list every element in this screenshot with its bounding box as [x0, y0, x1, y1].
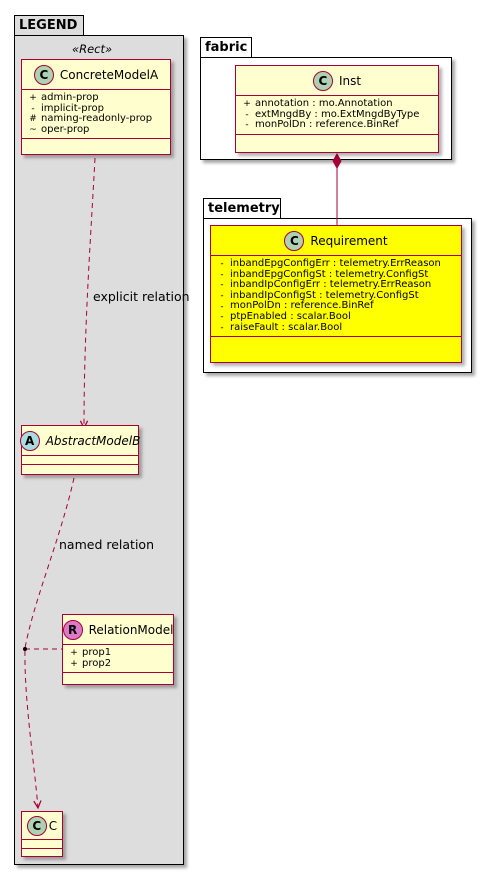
class-name: Requirement: [310, 233, 388, 248]
private-visibility-icon: -: [220, 291, 224, 302]
c-class[interactable]: C C: [21, 811, 63, 857]
private-visibility-icon: -: [31, 103, 35, 114]
private-visibility-icon: -: [220, 280, 224, 291]
class-header: C Inst: [236, 66, 438, 96]
class-attributes: [22, 456, 138, 465]
class-attributes: - inbandEpgConfigErr : telemetry.ErrReas…: [211, 256, 461, 338]
abstract-kind-icon: A: [19, 430, 40, 451]
attribute-row: - raiseFault : scalar.Bool: [217, 321, 461, 334]
class-attributes: + annotation : mo.Annotation - extMngdBy…: [236, 96, 438, 135]
class-methods: [211, 337, 461, 345]
legend-package-tab: LEGEND: [14, 15, 84, 35]
attribute-row: - monPolDn : reference.BinRef: [217, 301, 461, 312]
concrete-model-a-class[interactable]: C ConcreteModelA + admin-prop - implicit…: [21, 59, 171, 155]
fabric-package-tab: fabric: [200, 37, 252, 57]
class-methods: [63, 673, 173, 681]
attribute-text: ptpEnabled : scalar.Bool: [230, 310, 351, 322]
attribute-text: oper-prop: [41, 123, 90, 135]
attribute-text: inbandEpgConfigSt : telemetry.ConfigSt: [230, 268, 429, 280]
class-kind-icon: C: [33, 64, 54, 85]
package-visibility-icon: ~: [29, 125, 37, 136]
fabric-package-title: fabric: [205, 40, 248, 55]
class-name: ConcreteModelA: [59, 67, 159, 82]
public-visibility-icon: +: [243, 99, 251, 110]
attribute-text: inbandEpgConfigErr : telemetry.ErrReason: [230, 258, 441, 269]
attribute-text: monPolDn : reference.BinRef: [255, 119, 399, 131]
named-relation-label: named relation: [59, 537, 154, 552]
class-name: AbstractModelB: [45, 433, 141, 448]
attribute-row: + prop2: [69, 657, 173, 670]
attribute-row: - inbandEpgConfigErr : telemetry.ErrReas…: [217, 258, 461, 270]
abstract-model-b-class[interactable]: A AbstractModelB: [19, 425, 141, 475]
attribute-row: - inbandIpConfigSt : telemetry.ConfigSt: [217, 289, 461, 302]
class-methods: [236, 135, 438, 143]
attribute-row: + admin-prop: [28, 92, 170, 104]
attribute-row: # naming-readonly-prop: [28, 114, 170, 125]
public-visibility-icon: +: [29, 93, 37, 104]
private-visibility-icon: -: [220, 269, 224, 280]
attribute-row: - monPolDn : reference.BinRef: [242, 120, 438, 131]
private-visibility-icon: -: [220, 259, 224, 270]
attribute-row: - inbandEpgConfigSt : telemetry.ConfigSt: [217, 268, 461, 281]
attribute-row: + annotation : mo.Annotation: [242, 98, 438, 110]
attribute-text: naming-readonly-prop: [41, 113, 153, 125]
class-methods: [22, 849, 62, 857]
attribute-row: + prop1: [69, 647, 173, 659]
class-attributes: [22, 840, 62, 849]
attribute-row: - inbandIpConfigErr : telemetry.ErrReaso…: [217, 280, 461, 291]
legend-package-title: LEGEND: [19, 18, 78, 33]
class-header: R RelationModel: [62, 615, 174, 645]
telemetry-package-tab: telemetry: [203, 198, 281, 218]
attribute-text: extMngdBy : mo.ExtMngdByType: [255, 108, 420, 120]
attribute-text: inbandIpConfigSt : telemetry.ConfigSt: [230, 289, 419, 301]
class-attributes: + admin-prop - implicit-prop # naming-re…: [22, 90, 170, 140]
class-name: C: [48, 818, 58, 833]
protected-visibility-icon: #: [29, 114, 37, 125]
attribute-row: - implicit-prop: [28, 102, 170, 115]
attribute-text: prop2: [82, 657, 112, 669]
class-methods: [22, 139, 170, 147]
class-header: C ConcreteModelA: [22, 60, 170, 90]
attribute-text: raiseFault : scalar.Bool: [230, 321, 343, 333]
private-visibility-icon: -: [220, 301, 224, 312]
class-header: C C: [22, 812, 62, 840]
telemetry-package-title: telemetry: [208, 201, 280, 216]
requirement-class[interactable]: C Requirement - inbandEpgConfigErr : tel…: [210, 225, 462, 363]
public-visibility-icon: +: [70, 648, 78, 659]
legend-stereotype: «Rect»: [72, 42, 113, 56]
private-visibility-icon: -: [245, 109, 249, 120]
explicit-relation-label: explicit relation: [93, 289, 190, 304]
attribute-text: implicit-prop: [41, 102, 104, 114]
inst-class[interactable]: C Inst + annotation : mo.Annotation - ex…: [235, 65, 439, 153]
attribute-row: - extMngdBy : mo.ExtMngdByType: [242, 108, 438, 121]
class-name: RelationModel: [88, 622, 174, 637]
class-attributes: + prop1 + prop2: [63, 645, 173, 674]
private-visibility-icon: -: [220, 312, 224, 323]
attribute-text: prop1: [82, 647, 112, 658]
attribute-row: ~ oper-prop: [28, 123, 170, 136]
class-header: C Requirement: [211, 226, 461, 256]
class-methods: [22, 465, 138, 473]
attribute-row: - ptpEnabled : scalar.Bool: [217, 310, 461, 323]
class-kind-icon: C: [312, 70, 333, 91]
class-name: Inst: [338, 73, 362, 88]
relation-kind-icon: R: [62, 619, 83, 640]
public-visibility-icon: +: [70, 658, 78, 669]
attribute-text: monPolDn : reference.BinRef: [230, 300, 374, 312]
class-kind-icon: C: [26, 815, 47, 836]
attribute-text: inbandIpConfigErr : telemetry.ErrReason: [230, 279, 432, 291]
class-header: A AbstractModelB: [19, 426, 141, 456]
attribute-text: annotation : mo.Annotation: [255, 98, 393, 109]
relation-model-class[interactable]: R RelationModel + prop1 + prop2: [62, 614, 174, 685]
private-visibility-icon: -: [245, 120, 249, 131]
attribute-text: admin-prop: [41, 92, 99, 103]
class-kind-icon: C: [284, 230, 305, 251]
private-visibility-icon: -: [220, 322, 224, 333]
